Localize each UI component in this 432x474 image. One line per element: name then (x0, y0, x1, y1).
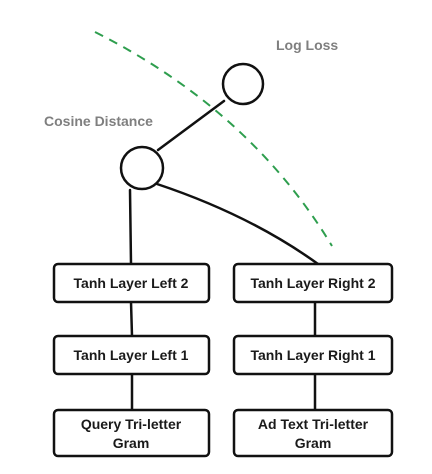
dashed-separator-curve (94, 31, 333, 247)
log-loss-label: Log Loss (276, 37, 338, 53)
query-trigram-label-line1: Query Tri-letter (81, 416, 182, 432)
edge-cosine-to-logloss (156, 99, 226, 152)
tanh-layer-right-2-label: Tanh Layer Right 2 (251, 275, 376, 291)
ad-text-trigram-label-line1: Ad Text Tri-letter (258, 416, 369, 432)
log-loss-node (221, 62, 265, 106)
tanh-layer-left-1-box (52, 334, 211, 376)
ad-text-trigram-box (232, 408, 394, 458)
cosine-distance-node (119, 145, 165, 191)
ad-text-trigram-label-line2: Gram (295, 435, 332, 451)
cosine-distance-label: Cosine Distance (44, 113, 153, 129)
tanh-layer-right-1-label: Tanh Layer Right 1 (251, 347, 376, 363)
query-trigram-label-line2: Gram (113, 435, 150, 451)
query-trigram-box (52, 408, 211, 458)
tanh-layer-right-1-box (232, 334, 394, 376)
edge-cosine-to-right2 (155, 182, 320, 266)
tanh-layer-right-2-box (232, 262, 394, 304)
tanh-layer-left-2-box (52, 262, 211, 304)
tanh-layer-left-1-label: Tanh Layer Left 1 (74, 347, 189, 363)
edge-left2-to-left1 (129, 300, 134, 338)
edge-cosine-to-left2 (128, 188, 133, 266)
tanh-layer-left-2-label: Tanh Layer Left 2 (74, 275, 189, 291)
